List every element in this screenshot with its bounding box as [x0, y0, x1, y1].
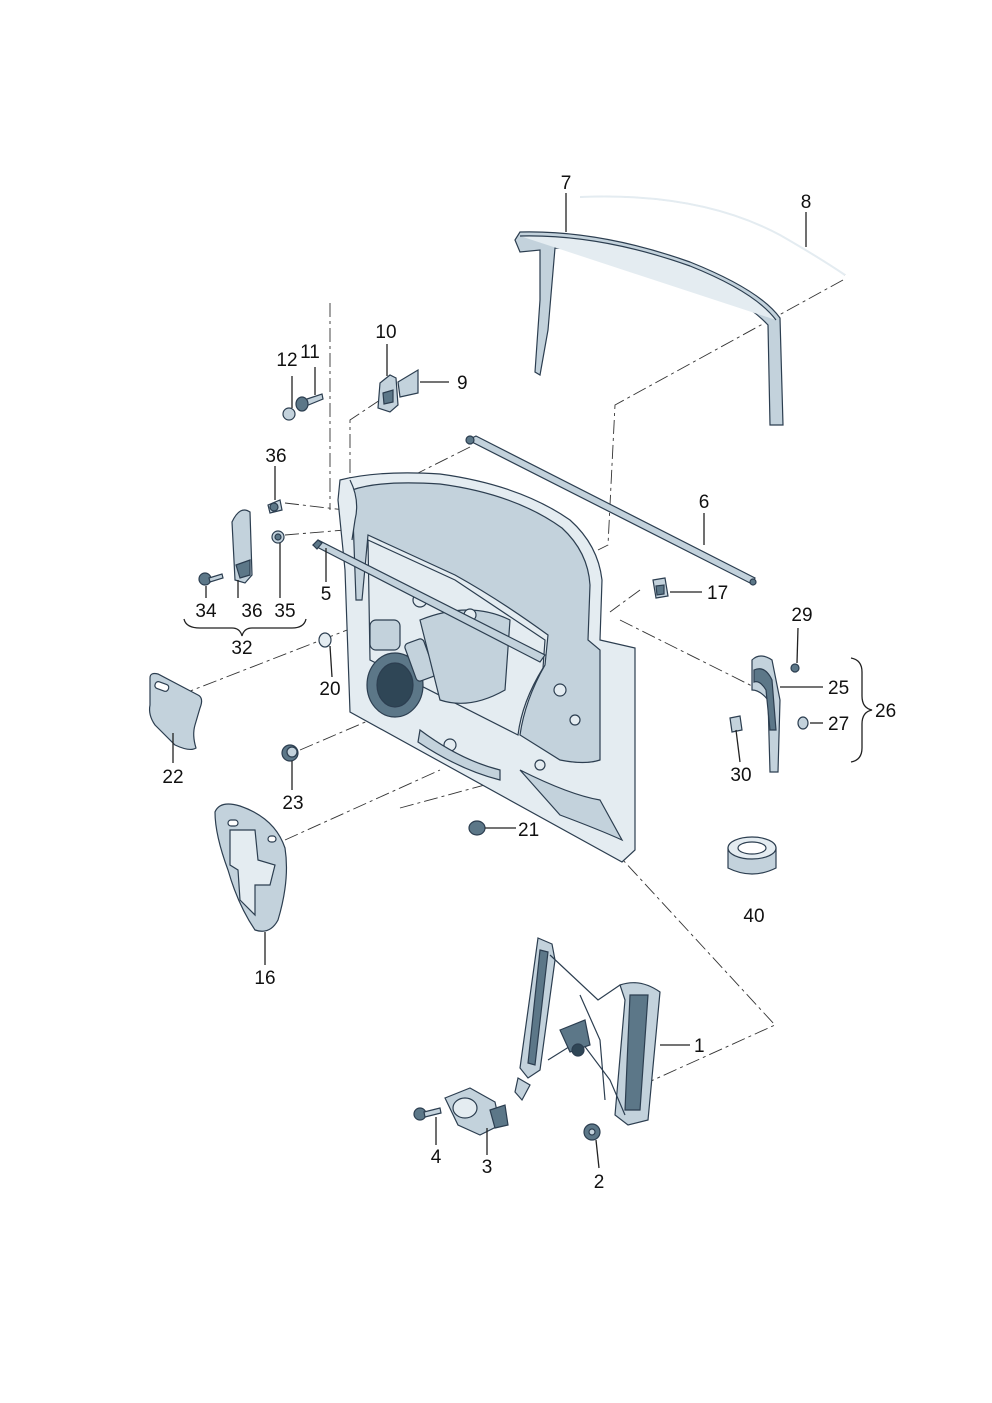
trim-piece-25: [751, 655, 781, 773]
callout-29: 29: [791, 605, 812, 626]
clip-27: [797, 716, 809, 730]
callout-25: 25: [828, 678, 849, 699]
callout-21: 21: [518, 820, 539, 841]
mirror-cover: [397, 368, 419, 398]
clip-36-top: [267, 499, 283, 514]
membrane-22: [148, 672, 203, 751]
grommet-20: [318, 632, 332, 648]
callout-labels: 7 8 10 9 12 11 6 36 17 5 34 36 35 32 29 …: [162, 173, 896, 1193]
window-regulator: [514, 937, 661, 1126]
callout-7: 7: [561, 173, 572, 194]
callout-40: 40: [743, 906, 764, 927]
mirror-bracket: [377, 374, 399, 413]
callout-11: 11: [300, 342, 320, 363]
stopper-21: [468, 820, 486, 836]
callout-3: 3: [482, 1157, 493, 1178]
callout-32: 32: [231, 638, 252, 659]
nut-2: [583, 1123, 601, 1141]
callout-4: 4: [431, 1147, 442, 1168]
callout-9: 9: [457, 373, 468, 394]
guide-lines: [179, 279, 844, 1096]
washer-12: [282, 407, 296, 421]
screw-11: [295, 393, 324, 412]
sound-insulation-16: [214, 803, 288, 932]
callout-8: 8: [801, 192, 812, 213]
callout-20: 20: [319, 679, 340, 700]
outer-window-seal: [465, 435, 757, 586]
inner-window-seal: [311, 539, 546, 663]
door-shell: [337, 472, 636, 863]
tape-roll-40: [727, 836, 777, 875]
callout-17: 17: [707, 583, 728, 604]
callout-35: 35: [274, 601, 295, 622]
handle-bracket: [231, 509, 253, 584]
callout-16: 16: [254, 968, 275, 989]
clip-17: [652, 577, 669, 599]
clip-30: [729, 715, 743, 733]
callout-5: 5: [321, 584, 332, 605]
screw-34: [198, 572, 224, 586]
leader-lines: [172, 193, 823, 1169]
callout-27: 27: [828, 714, 849, 735]
callout-36-top: 36: [265, 446, 286, 467]
group-brace-26: [850, 657, 873, 763]
callout-26: 26: [875, 701, 896, 722]
callout-10: 10: [375, 322, 396, 343]
screw-4: [413, 1107, 442, 1121]
plug-23: [281, 744, 299, 762]
callout-36-bottom: 36: [241, 601, 262, 622]
clip-35: [271, 530, 285, 544]
callout-2: 2: [594, 1172, 605, 1193]
callout-34: 34: [195, 601, 217, 622]
callout-12: 12: [276, 350, 297, 371]
callout-22: 22: [162, 767, 183, 788]
clip-29: [790, 663, 800, 673]
group-bracket-32: [183, 618, 307, 637]
window-frame-trim: [514, 231, 784, 426]
callout-6: 6: [699, 492, 710, 513]
callout-23: 23: [282, 793, 303, 814]
window-motor-3: [444, 1087, 509, 1136]
callout-30: 30: [730, 765, 751, 786]
callout-1: 1: [694, 1036, 705, 1057]
